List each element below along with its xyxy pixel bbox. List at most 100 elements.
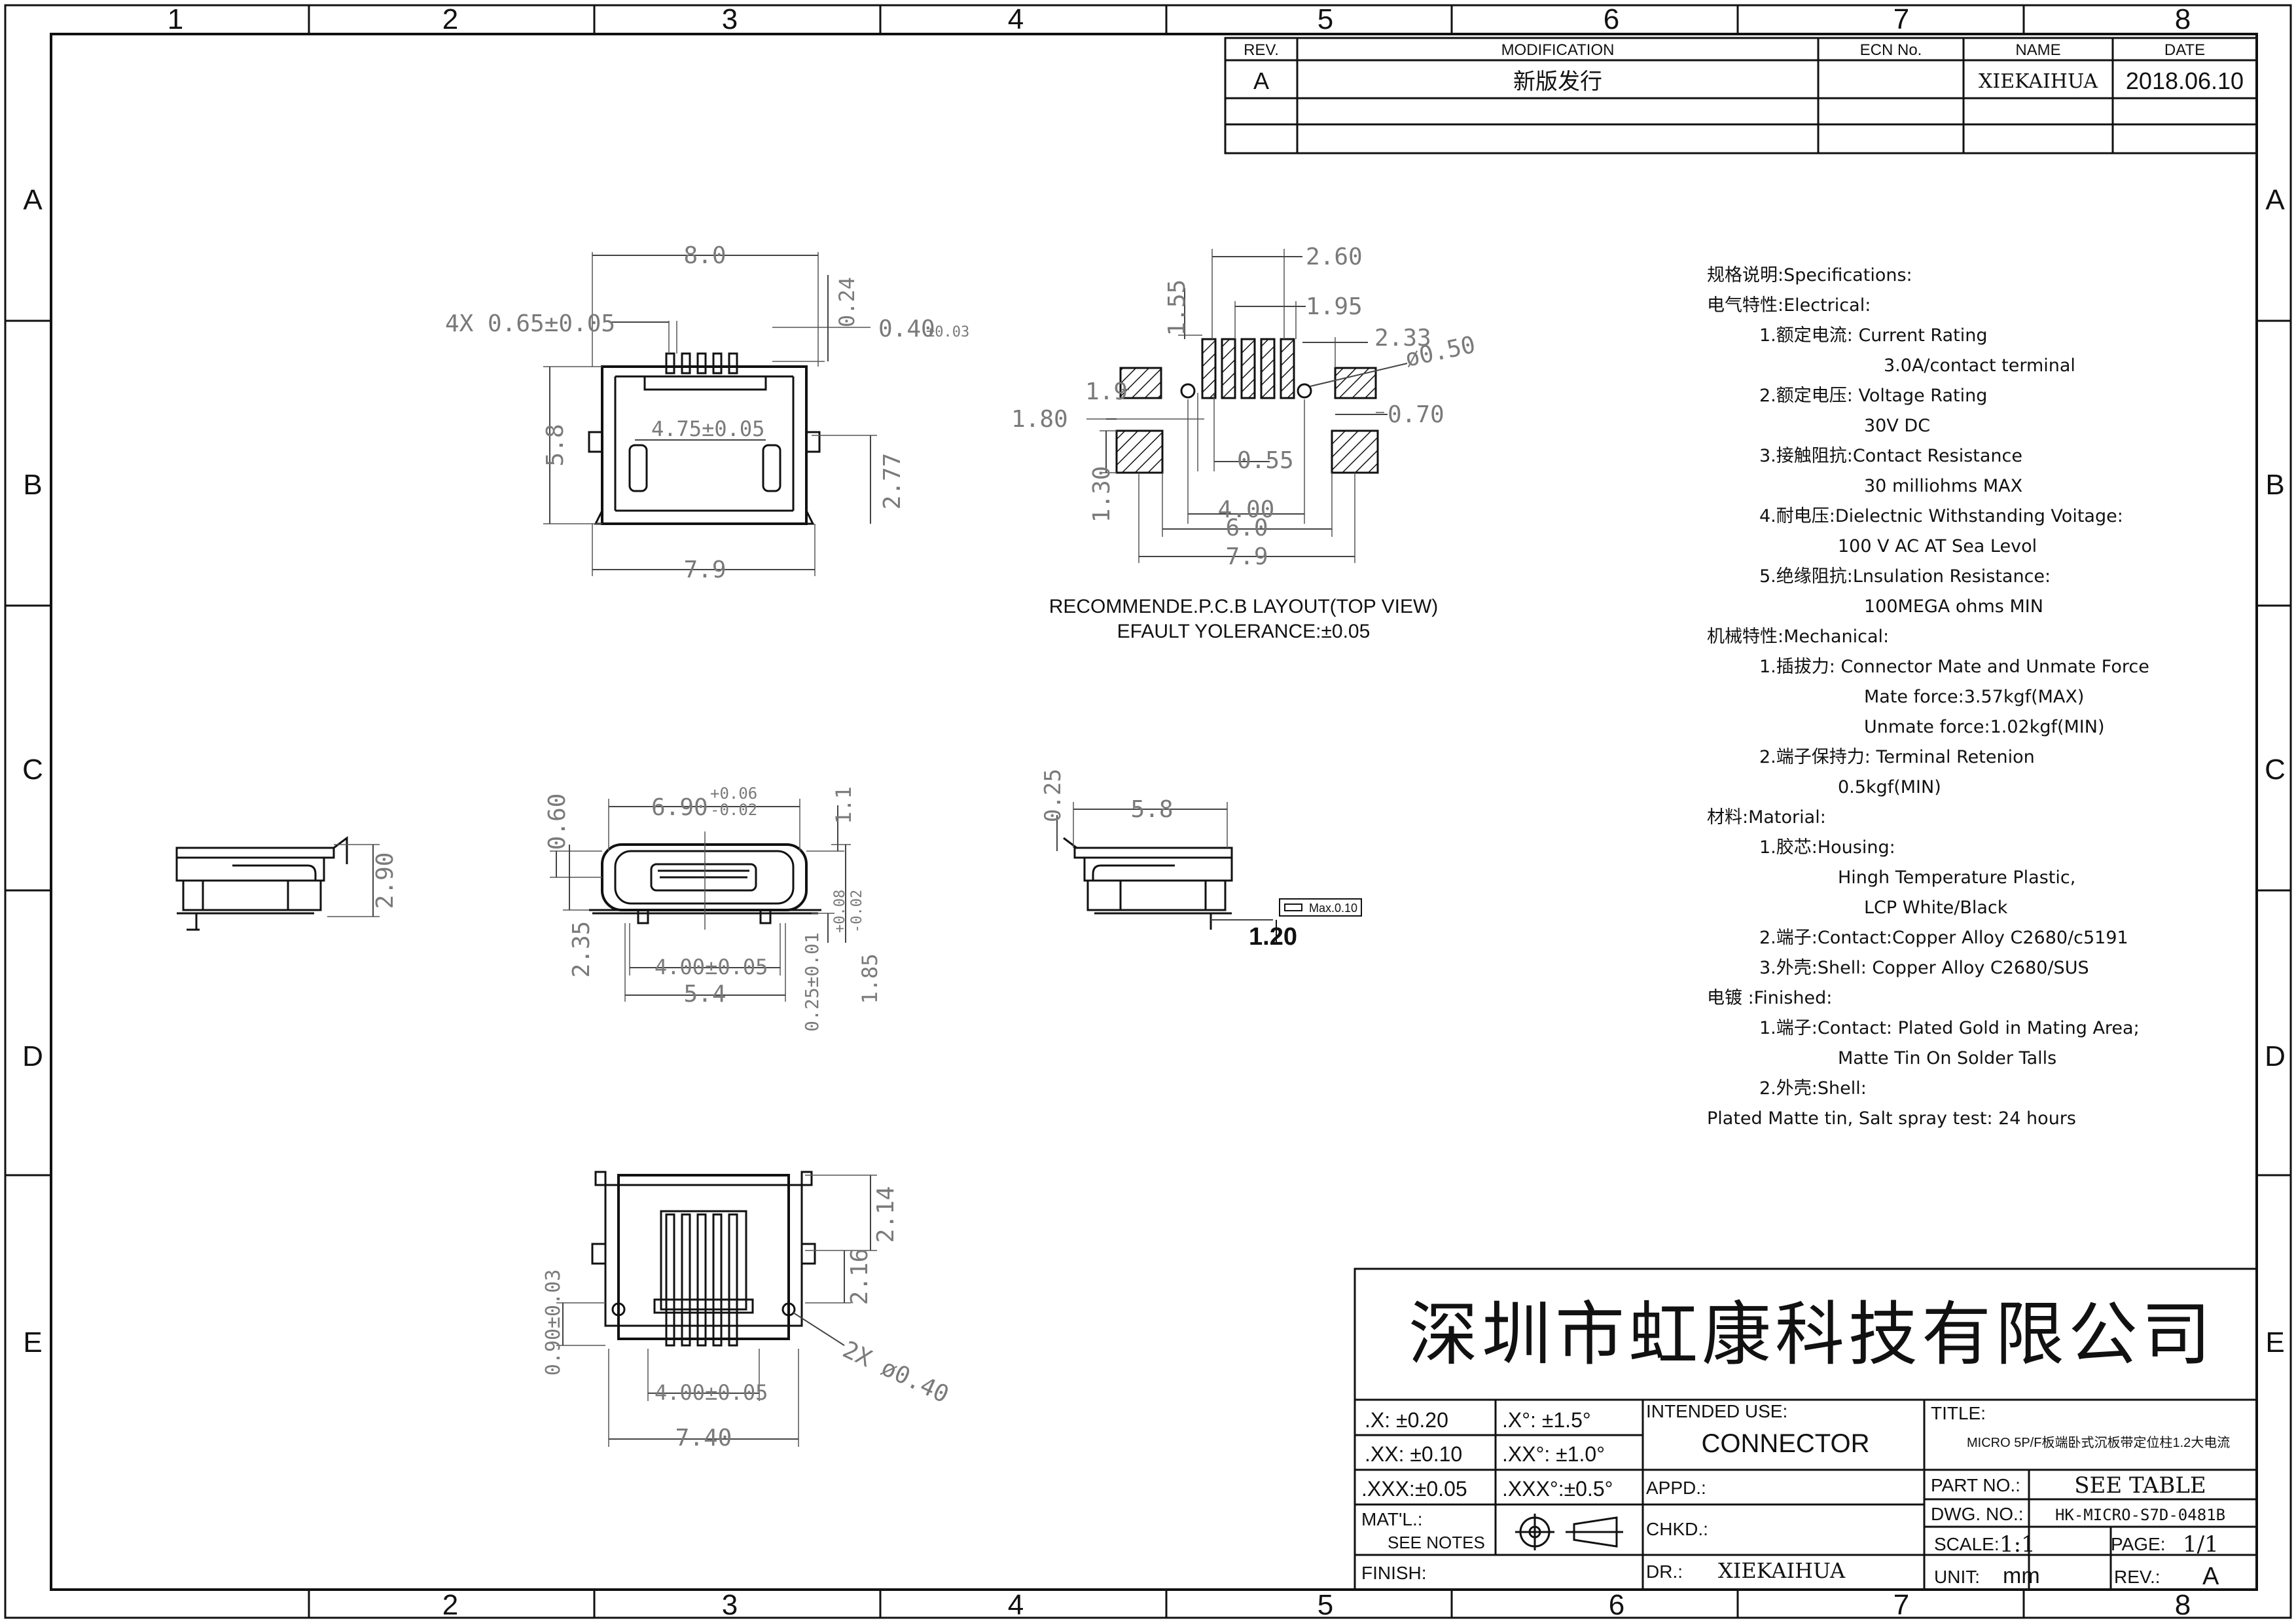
dr-value: XIEKAIHUA	[1718, 1558, 1846, 1583]
spec-line: 1.端子:Contact: Plated Gold in Mating Area…	[1759, 1018, 2140, 1038]
dim-5-4: 5.4	[683, 981, 726, 1008]
dim-1-85-plus: +0.08	[832, 890, 848, 933]
pcb-tolerance-note: EFAULT YOLERANCE:±0.05	[1117, 621, 1371, 642]
part-value: SEE TABLE	[2074, 1472, 2206, 1499]
dim-2-33: 2.33	[1374, 325, 1431, 352]
ang-xx: .XX°: ±1.0°	[1502, 1442, 1605, 1466]
page-value: 1/1	[2183, 1531, 2219, 1558]
modification-header: MODIFICATION	[1501, 41, 1615, 59]
col-8-top: 8	[2175, 3, 2191, 35]
dim-1-30: 1.30	[1088, 466, 1115, 523]
right-view-dims: 0.25 5.8 Max.0.10 1.20	[1040, 769, 1357, 951]
revision-headers: REV. MODIFICATION ECN No. NAME DATE	[1244, 41, 2205, 59]
dim-1-80: 1.80	[1011, 406, 1068, 433]
tol-xxx: .XXX:±0.05	[1361, 1477, 1467, 1501]
row-b-right: B	[2265, 469, 2284, 501]
part-label: PART NO.:	[1931, 1475, 2020, 1495]
mat-label: MAT'L.:	[1361, 1509, 1423, 1529]
dim-4-75: 4.75±0.05	[651, 416, 764, 441]
title-block	[1354, 1267, 2258, 1591]
col-8-bottom: 8	[2175, 1589, 2191, 1621]
dim-0-70: 0.70	[1388, 401, 1444, 428]
inner-border	[50, 33, 2258, 1591]
title-value: MICRO 5P/F板端卧式沉板带定位柱1.2大电流	[1967, 1435, 2230, 1450]
title-label: TITLE:	[1931, 1403, 1986, 1423]
spec-line: Mate force:3.57kgf(MAX)	[1864, 687, 2085, 707]
dim-max-0-10: Max.0.10	[1309, 902, 1357, 915]
dim-0-90: 0.90±0.03	[542, 1269, 565, 1376]
dim-1-85: 1.85	[857, 953, 882, 1004]
title-block-text: 深圳市虹康科技有限公司 .X: ±0.20 .XX: ±0.10 .XXX:±0…	[1361, 1294, 2230, 1590]
dim-2-14: 2.14	[872, 1186, 899, 1243]
dim-0-40-tol: ±0.03	[926, 324, 969, 340]
spec-line: 2.端子保持力: Terminal Retenion	[1759, 747, 2035, 767]
col-3-bottom: 3	[722, 1589, 738, 1621]
page-label: PAGE:	[2111, 1534, 2166, 1554]
dim-4-00-front: 4.00±0.05	[655, 955, 768, 979]
spec-line: 100 V AC AT Sea Levol	[1838, 536, 2037, 556]
spec-line: 1.胶芯:Housing:	[1759, 837, 1895, 858]
row-b-left: B	[23, 469, 42, 501]
spec-line: 规格说明:Specifications:	[1707, 265, 1912, 285]
dim-0-55: 0.55	[1237, 447, 1294, 474]
col-4-top: 4	[1008, 3, 1024, 35]
mat-value: SEE NOTES	[1388, 1533, 1485, 1552]
name-header: NAME	[2015, 41, 2060, 59]
zone-ticks	[5, 5, 2291, 1618]
rev-label: REV.:	[2114, 1567, 2161, 1587]
rev-value: A	[1253, 67, 1269, 94]
col-6-bottom: 6	[1609, 1589, 1624, 1621]
spec-line: 100MEGA ohms MIN	[1864, 596, 2043, 617]
dim-2-35: 2.35	[568, 921, 595, 978]
dim-5-8: 5.8	[542, 424, 569, 466]
col-6-top: 6	[1604, 3, 1619, 35]
dwg-value: HK-MICRO-S7D-0481B	[2055, 1506, 2225, 1524]
dim-pitch: 4X 0.65±0.05	[445, 310, 615, 337]
row-e-right: E	[2265, 1326, 2284, 1359]
row-d-right: D	[2265, 1040, 2286, 1072]
ecn-header: ECN No.	[1860, 41, 1922, 59]
outer-border	[4, 4, 2292, 1619]
spec-line: 2.端子:Contact:Copper Alloy C2680/c5191	[1759, 928, 2128, 948]
top-view	[543, 252, 877, 576]
name-value: XIEKAIHUA	[1979, 70, 2098, 93]
specifications-list: 规格说明:Specifications:电气特性:Electrical:1.额定…	[1707, 261, 2178, 1134]
rev-value-block: A	[2202, 1563, 2219, 1590]
spec-line: 3.0A/contact terminal	[1884, 356, 2075, 376]
intended-label: INTENDED USE:	[1646, 1401, 1787, 1421]
scale-value: 1:1	[2000, 1531, 2036, 1558]
spec-line: Unmate force:1.02kgf(MIN)	[1864, 717, 2105, 737]
pcb-layout	[1086, 249, 1408, 563]
company-name: 深圳市虹康科技有限公司	[1408, 1294, 2215, 1375]
spec-line: 3.接触阻抗:Contact Resistance	[1759, 446, 2022, 466]
dim-4-00: 4.00	[1218, 496, 1275, 523]
appd-label: APPD.:	[1646, 1478, 1706, 1498]
front-view-dims: 6.90 +0.06 -0.02 1.1 0.60 2.35 4.00±0.05…	[544, 784, 882, 1032]
dim-6-90: 6.90	[651, 794, 708, 821]
top-view-dims: 8.0 4X 0.65±0.05 0.24 0.40 ±0.03 4.75±0.…	[445, 242, 969, 583]
dim-1-20: 1.20	[1249, 923, 1297, 951]
dim-6-90-minus: -0.02	[710, 801, 757, 819]
dim-2-16: 2.16	[846, 1249, 873, 1305]
revision-row: A 新版发行 XIEKAIHUA 2018.06.10	[1253, 67, 2244, 94]
front-view	[550, 799, 851, 1002]
dim-0-24: 0.24	[834, 277, 859, 327]
spec-line: Matte Tin On Solder Talls	[1838, 1048, 2057, 1068]
ang-xxx: .XXX°:±0.5°	[1502, 1477, 1613, 1501]
tol-xx: .XX: ±0.10	[1365, 1442, 1462, 1466]
col-3-top: 3	[722, 3, 738, 35]
spec-line: 3.外壳:Shell: Copper Alloy C2680/SUS	[1759, 958, 2089, 978]
col-2-bottom: 2	[442, 1589, 458, 1621]
side-view-dims: 2.90	[372, 852, 399, 909]
dim-5-8-right: 5.8	[1130, 796, 1173, 823]
zone-labels: 1 2 3 4 5 6 7 8 2 3 4 5 6 7 8 A B C D E …	[22, 3, 2286, 1621]
spec-line: 30V DC	[1864, 416, 1931, 436]
row-a-right: A	[2265, 184, 2285, 216]
dim-2-77: 2.77	[879, 453, 906, 510]
dim-1-1: 1.1	[831, 786, 856, 824]
side-view	[175, 836, 380, 931]
revision-table	[1224, 37, 2258, 155]
spec-line: 电气特性:Electrical:	[1707, 295, 1871, 316]
spec-line: Plated Matte tin, Salt spray test: 24 ho…	[1707, 1108, 2076, 1129]
